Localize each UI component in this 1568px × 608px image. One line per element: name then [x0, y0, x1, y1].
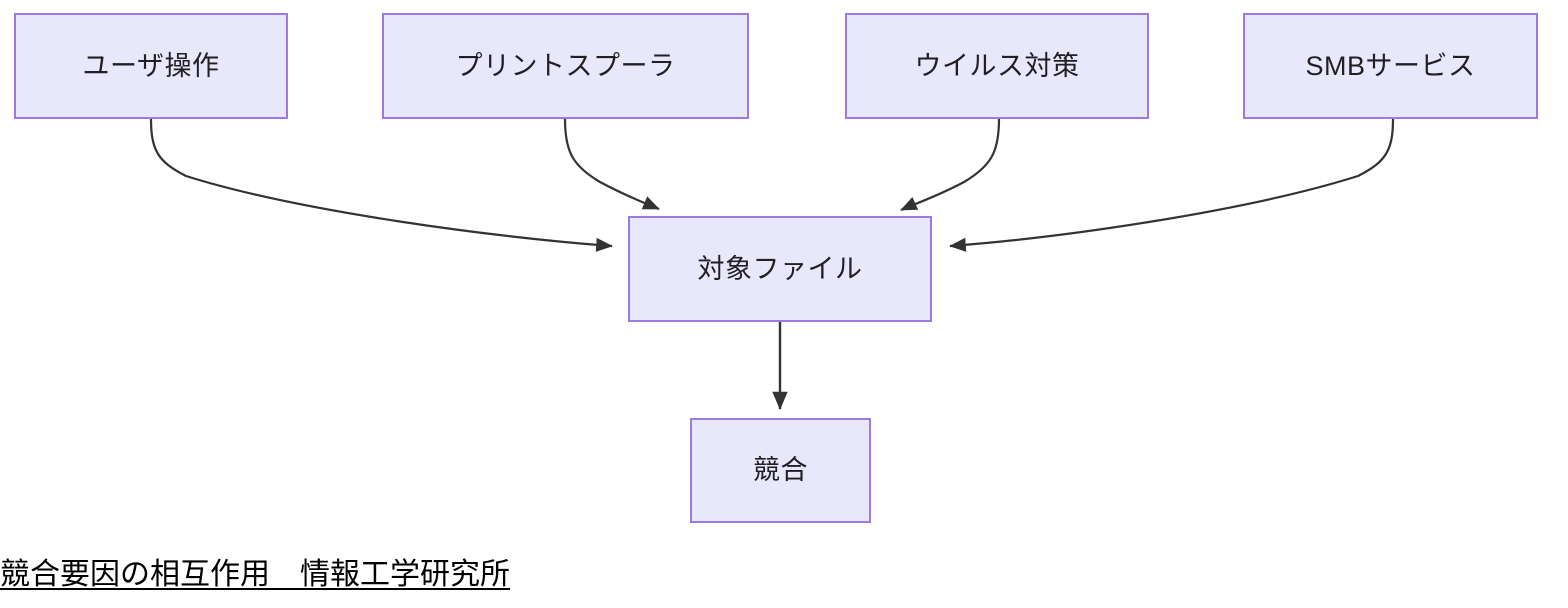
node-smb-service-label: SMBサービス — [1305, 50, 1476, 81]
node-print-spooler[interactable]: プリントスプーラ — [382, 13, 749, 119]
edge-smb-to-target-file — [949, 118, 1395, 252]
edge-print-spool-to-target-file — [563, 118, 660, 211]
edge-user-op-to-target-file — [149, 118, 613, 252]
node-antivirus-label: ウイルス対策 — [914, 50, 1080, 81]
node-conflict[interactable]: 競合 — [690, 418, 871, 523]
node-print-spooler-label: プリントスプーラ — [455, 50, 676, 81]
node-target-file-label: 対象ファイル — [697, 253, 863, 284]
node-user-op-label: ユーザ操作 — [82, 50, 220, 81]
edge-antivirus-to-target-file — [900, 118, 1001, 211]
node-user-op[interactable]: ユーザ操作 — [14, 13, 288, 119]
node-conflict-label: 競合 — [753, 455, 808, 486]
node-smb-service[interactable]: SMBサービス — [1243, 13, 1538, 119]
node-target-file[interactable]: 対象ファイル — [628, 216, 932, 322]
node-antivirus[interactable]: ウイルス対策 — [845, 13, 1149, 119]
diagram-caption: 競合要因の相互作用 情報工学研究所 — [0, 558, 510, 591]
